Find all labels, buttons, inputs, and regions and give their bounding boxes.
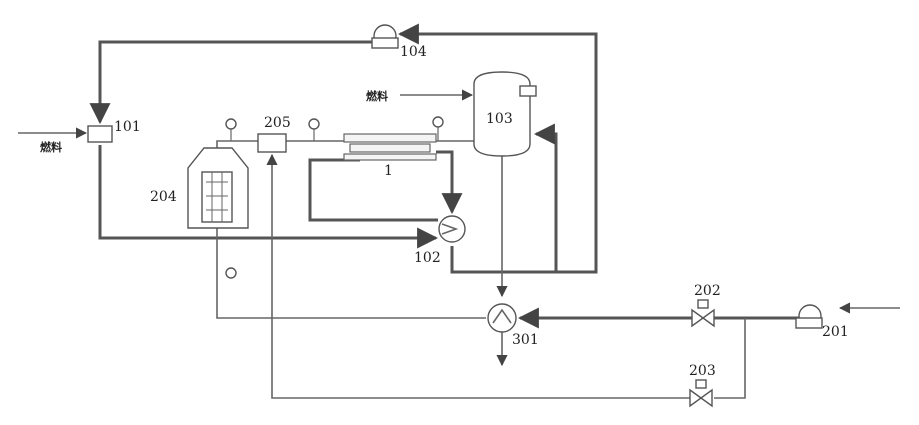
unit-204-reformer — [188, 148, 248, 228]
label-101: 101 — [114, 119, 141, 135]
label-102: 102 — [414, 250, 441, 266]
unit-102-heat-exchanger — [439, 216, 465, 242]
unit-104-blower — [372, 25, 398, 48]
label-301: 301 — [512, 332, 539, 348]
label-201: 201 — [822, 324, 849, 340]
label-204: 204 — [150, 189, 177, 205]
pipe-bypass-203 — [714, 318, 745, 398]
fuel-label-left: 燃料 — [39, 140, 62, 154]
label-1: 1 — [384, 163, 393, 179]
label-202: 202 — [694, 283, 721, 299]
pipe-203-to-205 — [272, 155, 690, 398]
gauge-icon — [226, 119, 236, 141]
label-103: 103 — [486, 111, 513, 127]
unit-1-reactor — [344, 134, 436, 160]
unit-202-valve — [692, 300, 714, 326]
fuel-label-top: 燃料 — [365, 89, 388, 103]
gauge-icon — [309, 119, 319, 141]
label-203: 203 — [689, 363, 716, 379]
unit-101-burner — [88, 126, 112, 142]
unit-203-valve — [690, 380, 712, 406]
unit-201-pump — [796, 305, 822, 328]
label-205: 205 — [264, 115, 291, 131]
pipe-reactor-to-102 — [436, 152, 452, 212]
pipe-301-to-204 — [217, 228, 486, 318]
pipe-104-to-101 — [100, 42, 372, 122]
label-104: 104 — [400, 44, 427, 60]
unit-301-heat-exchanger — [488, 304, 516, 332]
gauge-icon — [226, 268, 236, 278]
unit-205-mixer — [258, 134, 286, 152]
pipe-reactor-loop — [310, 160, 438, 220]
